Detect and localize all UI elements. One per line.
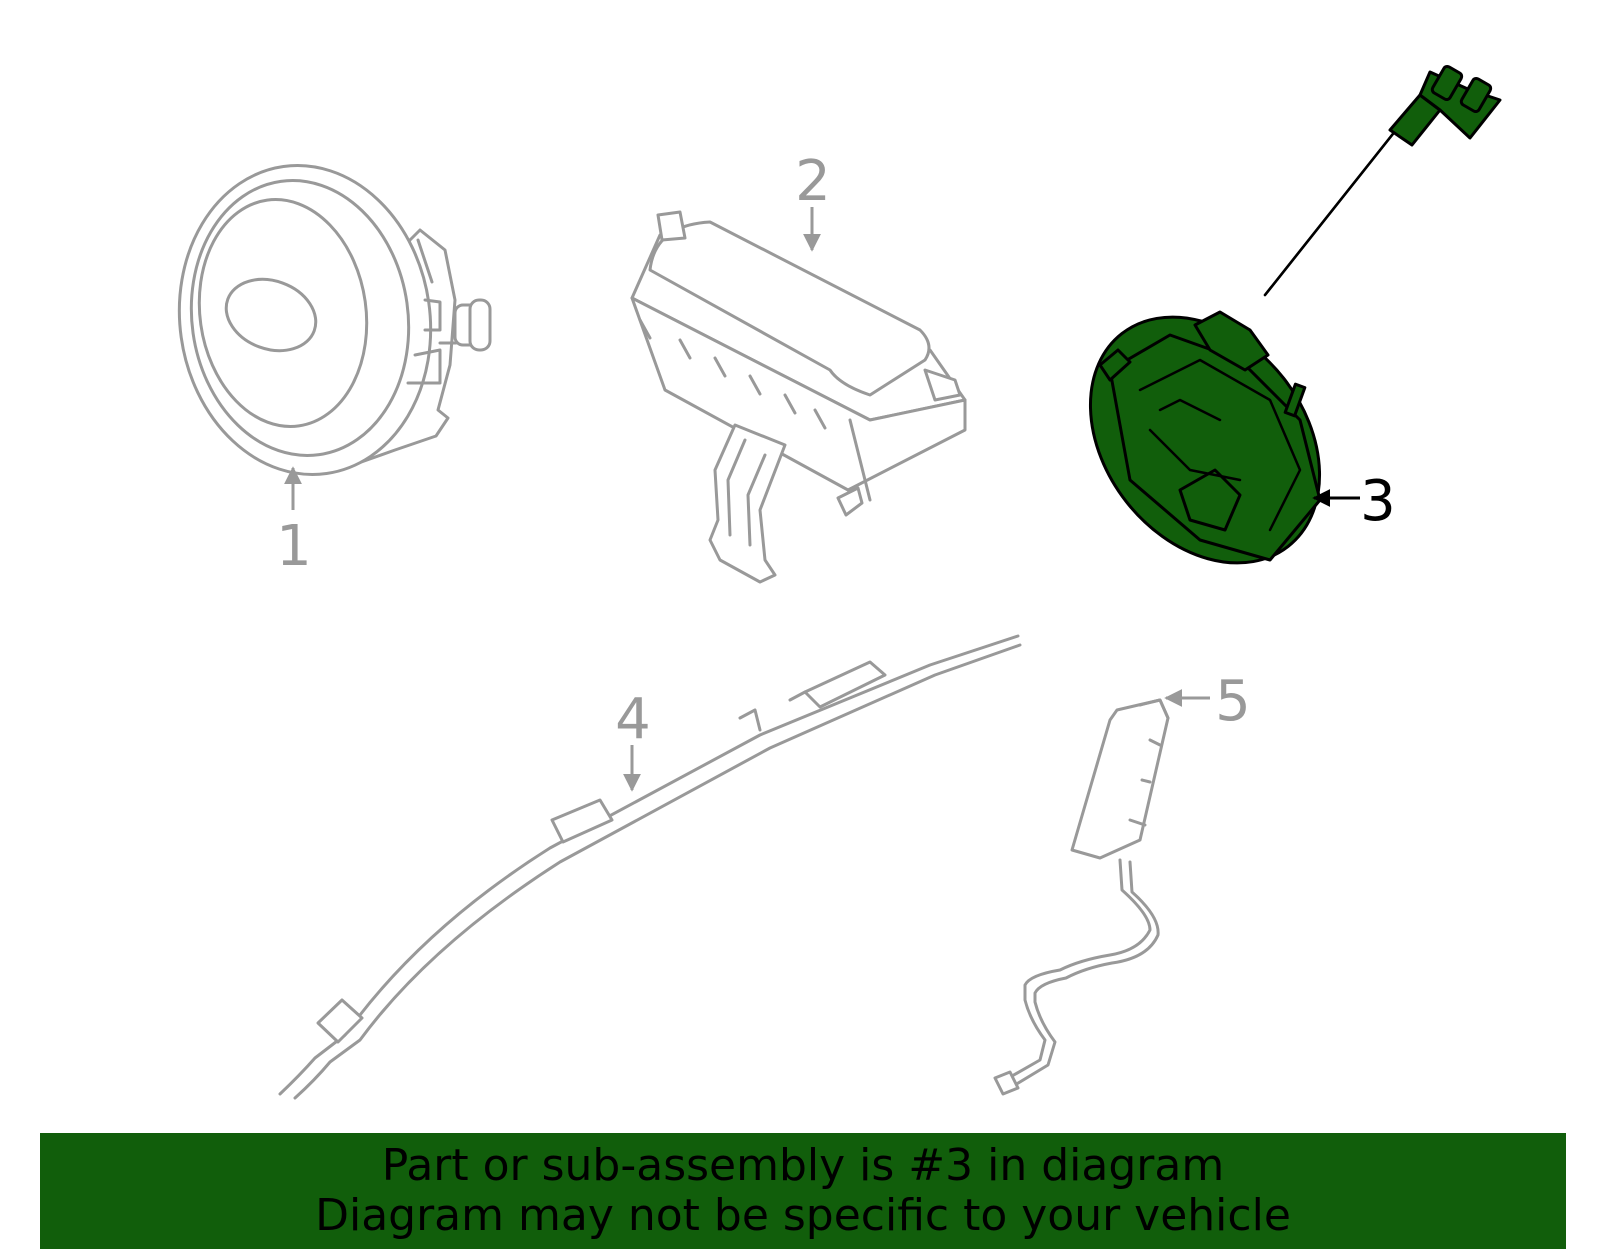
- callout-5-label: 5: [1215, 669, 1251, 734]
- banner-line-2: Diagram may not be specific to your vehi…: [315, 1190, 1291, 1241]
- callout-4-label: 4: [615, 687, 651, 752]
- part-4-curtain-airbag[interactable]: [278, 634, 1022, 1100]
- callout-2-label: 2: [795, 149, 831, 214]
- banner-line-1: Part or sub-assembly is #3 in diagram: [381, 1140, 1225, 1191]
- part-2-passenger-airbag[interactable]: [630, 210, 967, 584]
- part-5-side-airbag[interactable]: [993, 698, 1170, 1096]
- callout-3-label: 3: [1360, 469, 1396, 534]
- info-banner: Part or sub-assembly is #3 in diagram Di…: [40, 1133, 1566, 1249]
- part-3-clock-spring[interactable]: [1043, 64, 1502, 608]
- part-1-driver-airbag[interactable]: [160, 149, 492, 491]
- callout-1-label: 1: [276, 514, 312, 579]
